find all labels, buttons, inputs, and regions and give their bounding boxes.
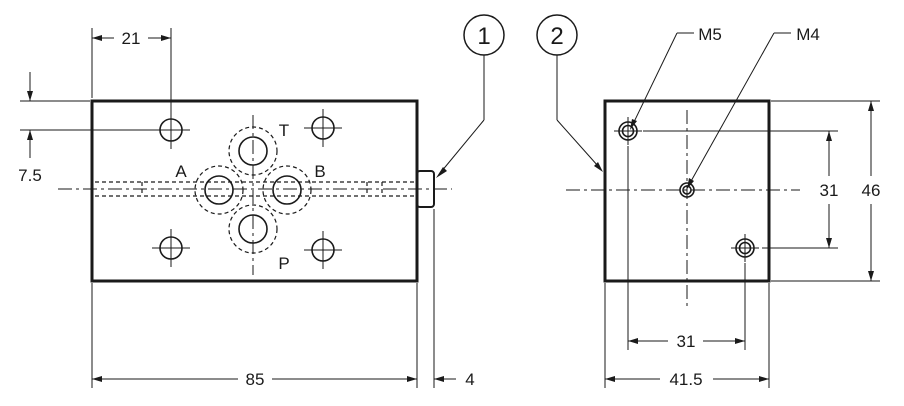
dimension-41-5: 41.5 <box>604 283 770 389</box>
callout-2-label: 2 <box>550 23 563 50</box>
thread-label-m5: M5 <box>698 25 722 44</box>
thread-label-m4: M4 <box>796 25 820 44</box>
dimension-85-label: 85 <box>246 370 265 389</box>
dimension-31-horizontal-label: 31 <box>677 332 696 351</box>
dimension-21: 21 <box>91 28 172 112</box>
port-p <box>228 204 278 254</box>
front-body-outline <box>90 99 419 283</box>
side-hole-m4-center <box>679 182 695 198</box>
port-label-a: A <box>175 162 187 181</box>
callout-2: 2 <box>536 14 603 172</box>
dimension-7-5: 7.5 <box>18 72 152 185</box>
front-bolt-hole-bottom-left <box>152 229 190 267</box>
port-label-b: B <box>314 162 325 181</box>
port-label-t: T <box>279 121 289 140</box>
m5-leader <box>630 32 694 130</box>
dimension-31-vertical-label: 31 <box>820 181 839 200</box>
dimension-4-label: 4 <box>465 370 474 389</box>
side-view: M5 M4 2 31 <box>536 14 881 389</box>
dimension-21-label: 21 <box>122 29 141 48</box>
port-a <box>194 165 244 215</box>
front-bolt-hole-top-left <box>152 111 190 149</box>
front-bolt-hole-top-right <box>304 109 342 147</box>
dimension-46-label: 46 <box>862 181 881 200</box>
dimension-41-5-label: 41.5 <box>669 370 702 389</box>
callout-1-label: 1 <box>477 23 490 50</box>
port-t <box>228 126 278 176</box>
port-b <box>262 165 312 215</box>
dimension-85: 85 <box>91 283 418 389</box>
dimension-46: 46 <box>771 100 881 282</box>
side-hole-m5-lower <box>731 234 759 262</box>
dimension-31-vertical: 31 <box>643 130 839 249</box>
dimension-7-5-label: 7.5 <box>18 166 42 185</box>
dimension-4: 4 <box>400 209 475 389</box>
m4-leader <box>687 32 791 189</box>
plug <box>416 170 435 208</box>
dimension-31-horizontal: 31 <box>627 146 746 351</box>
callout-1: 1 <box>436 14 505 178</box>
side-hole-m5-upper <box>614 117 642 145</box>
front-bolt-hole-bottom-right <box>304 231 342 269</box>
port-label-p: P <box>278 254 289 273</box>
front-view: T A B P 21 7.5 <box>18 14 505 389</box>
